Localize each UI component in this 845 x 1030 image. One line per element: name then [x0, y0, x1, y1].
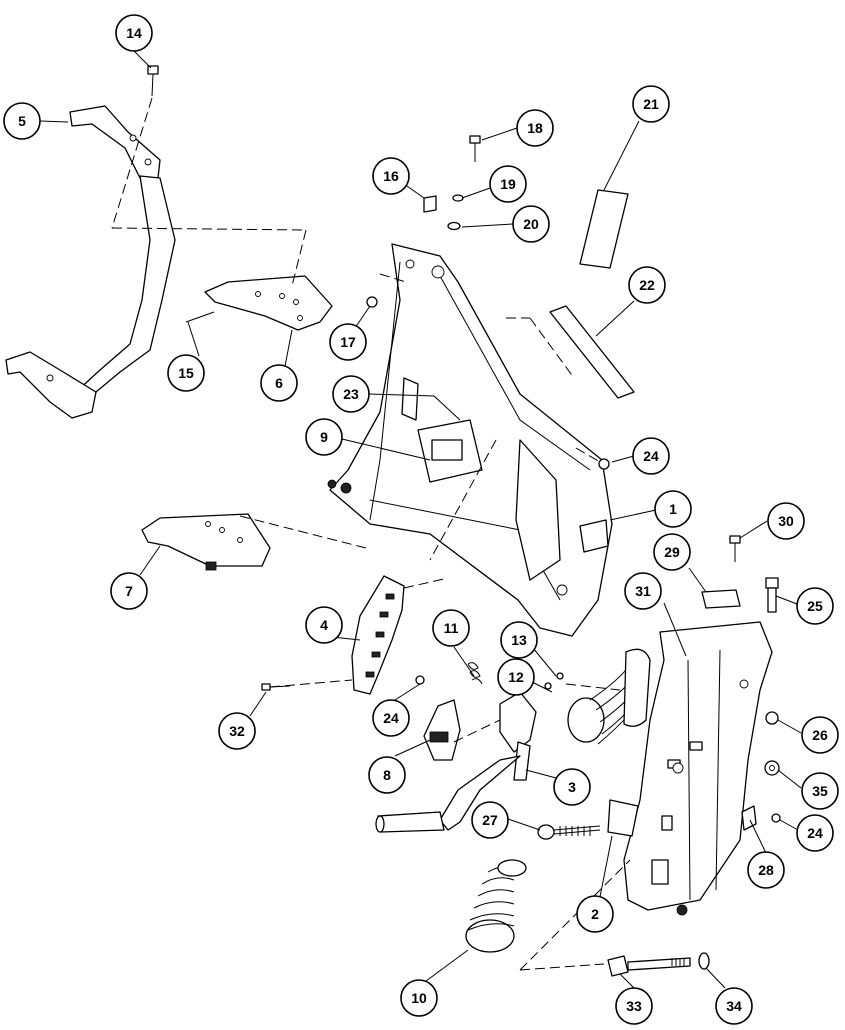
callout-11: 11 [432, 609, 470, 647]
callout-10: 10 [400, 979, 438, 1017]
callout-25-label: 25 [807, 598, 823, 614]
callout-2: 2 [576, 895, 614, 933]
callout-10-label: 10 [411, 990, 427, 1006]
callout-20: 20 [512, 205, 550, 243]
callout-5-label: 5 [18, 113, 26, 129]
callout-17-label: 17 [340, 334, 356, 350]
callout-4-label: 4 [320, 617, 328, 633]
part-spring-11 [467, 662, 483, 685]
callout-24a: 24 [632, 437, 670, 475]
callout-8: 8 [368, 756, 406, 794]
part-spring-upper [567, 648, 651, 745]
callout-14: 14 [115, 14, 153, 52]
callout-17: 17 [329, 323, 367, 361]
callout-34: 34 [715, 987, 753, 1025]
callout-31-label: 31 [635, 583, 651, 599]
callout-29: 29 [653, 533, 691, 571]
callout-20-label: 20 [523, 216, 539, 232]
part-small-hardware-upper [366, 135, 610, 470]
part-bolt-30 [729, 535, 741, 562]
callout-15-label: 15 [178, 365, 194, 381]
callout-7-label: 7 [125, 583, 133, 599]
part-decal-22 [549, 305, 635, 399]
callout-31: 31 [624, 572, 662, 610]
callout-18: 18 [516, 109, 554, 147]
callout-30: 30 [767, 502, 805, 540]
part-block-29 [701, 589, 741, 609]
callout-26: 26 [801, 716, 839, 754]
callout-22-label: 22 [639, 277, 655, 293]
callout-26-label: 26 [812, 727, 828, 743]
callout-16-label: 16 [383, 168, 399, 184]
callout-23-label: 23 [343, 386, 359, 402]
callout-19-label: 19 [500, 176, 516, 192]
callout-21-label: 21 [643, 96, 659, 112]
callout-24b: 24 [372, 699, 410, 737]
part-main-frame-1 [327, 243, 613, 637]
callout-24c-label: 24 [807, 825, 823, 841]
callout-9: 9 [305, 418, 343, 456]
part-eyebolt-27 [537, 824, 601, 840]
callout-24b-label: 24 [383, 710, 399, 726]
part-washers-right [741, 711, 781, 831]
callout-1-label: 1 [669, 501, 677, 517]
callout-35-label: 35 [812, 783, 828, 799]
callout-13: 13 [500, 621, 538, 659]
part-washer-34 [698, 952, 710, 970]
callout-11-label: 11 [444, 620, 459, 636]
part-sector-4 [261, 575, 425, 695]
callout-15: 15 [167, 354, 205, 392]
part-plate-6 [185, 275, 333, 331]
callout-1: 1 [654, 490, 692, 528]
callout-16: 16 [372, 157, 410, 195]
callout-12: 12 [497, 658, 535, 696]
callout-19: 19 [489, 165, 527, 203]
part-collar-8 [423, 699, 461, 761]
callout-6-label: 6 [275, 375, 283, 391]
part-spring-10 [465, 859, 527, 953]
callout-32: 32 [218, 712, 256, 750]
callout-34-label: 34 [726, 998, 742, 1014]
callout-33: 33 [615, 987, 653, 1025]
part-decal-21 [579, 189, 629, 269]
callout-25: 25 [796, 587, 834, 625]
part-bolt-33 [607, 955, 691, 977]
callout-13-label: 13 [511, 632, 527, 648]
callout-7: 7 [110, 572, 148, 610]
callout-6: 6 [260, 364, 298, 402]
callout-23: 23 [332, 375, 370, 413]
callout-27: 27 [471, 801, 509, 839]
callout-22: 22 [628, 266, 666, 304]
callout-4: 4 [305, 606, 343, 644]
callout-8-label: 8 [383, 767, 391, 783]
callout-30-label: 30 [778, 513, 794, 529]
part-pedal-arm-3 [375, 672, 564, 833]
callout-2-label: 2 [591, 906, 599, 922]
callout-28: 28 [747, 851, 785, 889]
callout-32-label: 32 [229, 723, 245, 739]
callout-21: 21 [632, 85, 670, 123]
callout-12-label: 12 [508, 669, 524, 685]
leader-lines [39, 50, 802, 989]
callout-28-label: 28 [758, 862, 774, 878]
callout-24a-label: 24 [643, 448, 659, 464]
callout-3-label: 3 [568, 779, 576, 795]
callout-14-label: 14 [126, 25, 142, 41]
callout-18-label: 18 [527, 120, 543, 136]
part-bolt-14 [147, 65, 159, 97]
callout-29-label: 29 [664, 544, 680, 560]
callout-9-label: 9 [320, 429, 328, 445]
assembly-lines [111, 97, 631, 971]
part-pedal-linkage-rod [5, 105, 176, 419]
part-plate-7 [141, 513, 271, 571]
callout-3: 3 [553, 768, 591, 806]
part-bracket-2 [607, 621, 773, 916]
callout-35: 35 [801, 772, 839, 810]
callout-5: 5 [3, 102, 41, 140]
callout-27-label: 27 [482, 812, 498, 828]
part-bolt-25 [765, 577, 779, 613]
callout-33-label: 33 [626, 998, 642, 1014]
callout-24c: 24 [796, 814, 834, 852]
